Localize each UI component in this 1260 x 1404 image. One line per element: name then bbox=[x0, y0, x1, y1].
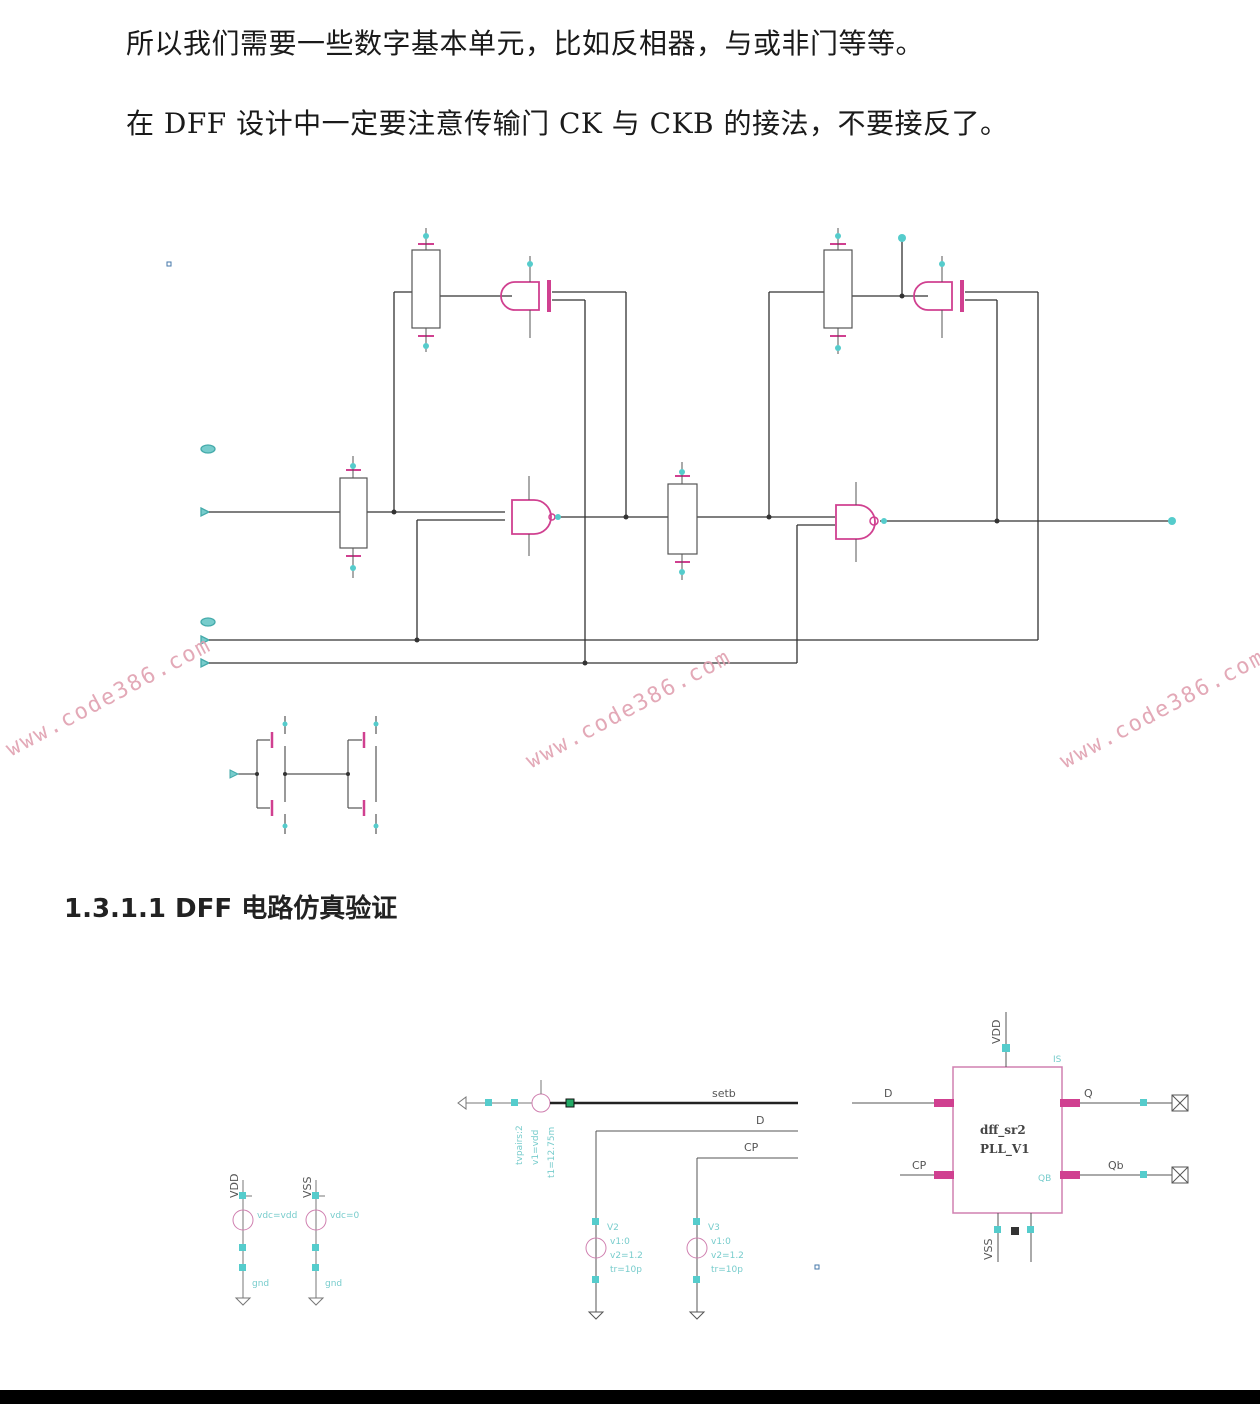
section-title: 电路仿真验证 bbox=[241, 894, 398, 924]
paragraph-digital-cells: 所以我们需要一些数字基本单元，比如反相器，与或非门等等。 bbox=[126, 27, 925, 60]
v2-v1: v1:0 bbox=[610, 1237, 630, 1247]
block-name: dff_sr2 bbox=[980, 1123, 1026, 1138]
gnd-label-1: gnd bbox=[252, 1279, 269, 1289]
d-net-label: D bbox=[756, 1114, 764, 1127]
block-vdd-pin: VDD bbox=[990, 1020, 1003, 1044]
setb-param-2: v1=vdd bbox=[531, 1130, 541, 1165]
gnd-label-2: gnd bbox=[325, 1279, 342, 1289]
cp-net-label: CP bbox=[744, 1141, 759, 1154]
v3-name: V3 bbox=[708, 1223, 720, 1233]
v2-v2: v2=1.2 bbox=[610, 1251, 643, 1261]
setb-param-3: t1=12.75m bbox=[547, 1127, 557, 1178]
vdd-param: vdc=vdd bbox=[257, 1211, 297, 1221]
vss-label: VSS bbox=[301, 1176, 314, 1198]
v3-v2: v2=1.2 bbox=[711, 1251, 744, 1261]
d-input-label: D bbox=[884, 1087, 892, 1100]
block-qb-pin: QB bbox=[1038, 1174, 1051, 1184]
block-lib: PLL_V1 bbox=[980, 1142, 1030, 1157]
section-number: 1.3.1.1 DFF bbox=[64, 894, 233, 924]
section-heading: 1.3.1.1 DFF 电路仿真验证 bbox=[64, 888, 397, 925]
vss-param: vdc=0 bbox=[330, 1211, 360, 1221]
cp-input-label: CP bbox=[912, 1159, 927, 1172]
qb-output-label: Qb bbox=[1108, 1159, 1124, 1172]
bottom-bar bbox=[0, 1390, 1260, 1404]
v3-v1: v1:0 bbox=[711, 1237, 731, 1247]
v2-name: V2 bbox=[607, 1223, 619, 1233]
block-vss-pin: VSS bbox=[982, 1238, 995, 1260]
paragraph-dff-note: 在 DFF 设计中一定要注意传输门 CK 与 CKB 的接法，不要接反了。 bbox=[126, 107, 1009, 140]
q-output-label: Q bbox=[1084, 1087, 1093, 1100]
setb-param-1: tvpairs:2 bbox=[515, 1125, 525, 1165]
vdd-label: VDD bbox=[228, 1174, 241, 1198]
v2-tr: tr=10p bbox=[610, 1265, 642, 1275]
block-is-pin: IS bbox=[1053, 1055, 1062, 1065]
v3-tr: tr=10p bbox=[711, 1265, 743, 1275]
setb-net-label: setb bbox=[712, 1087, 736, 1100]
